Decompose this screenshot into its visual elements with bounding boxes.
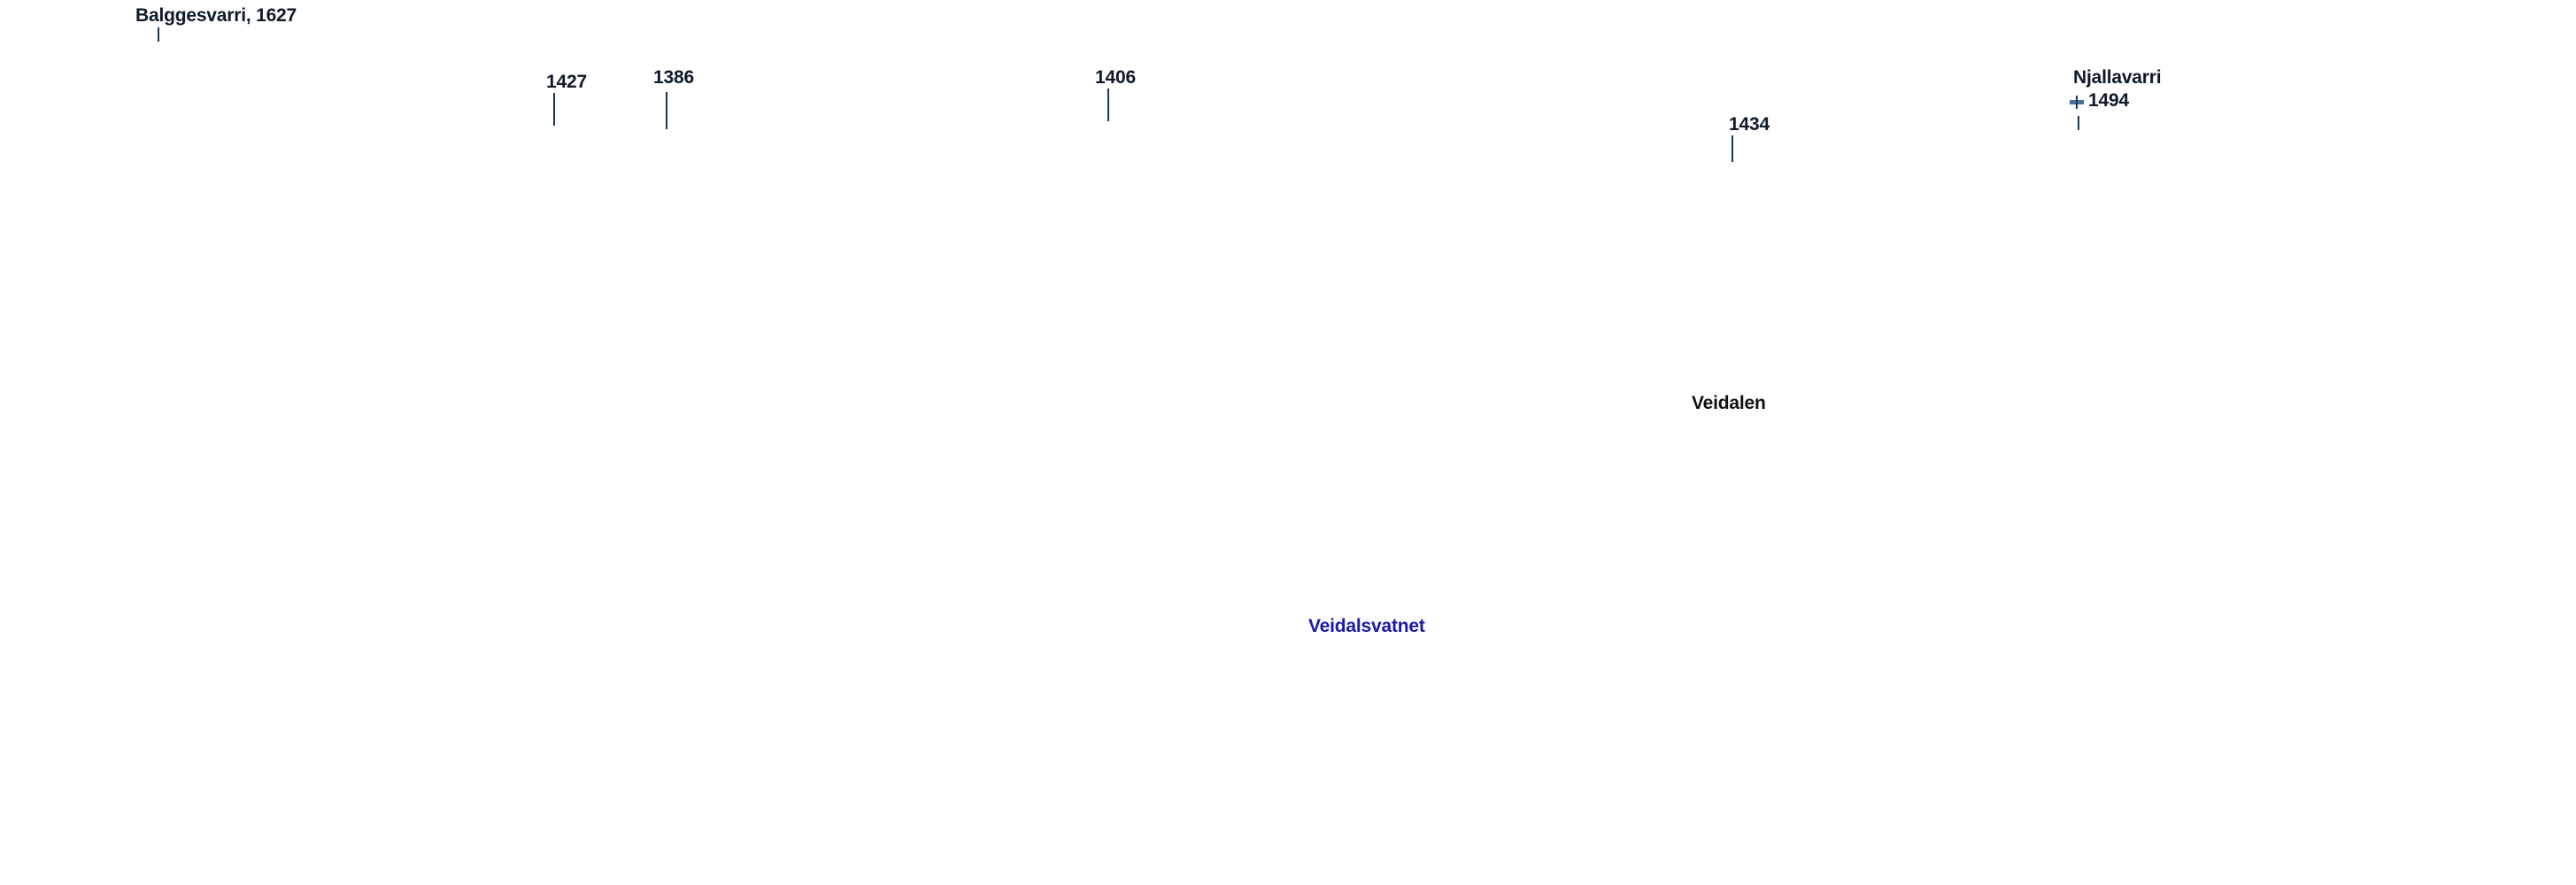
peak-label-1494: 1494 bbox=[2088, 90, 2129, 111]
place-label-veidalen: Veidalen bbox=[1692, 393, 1766, 413]
peak-label-balggesvarri: Balggesvarri, 1627 bbox=[135, 5, 297, 26]
peak-label-1427: 1427 bbox=[546, 72, 587, 92]
elevation-tick-1406 bbox=[1107, 88, 1109, 121]
peak-label-1434: 1434 bbox=[1729, 114, 1770, 135]
elevation-tick-1494 bbox=[2078, 116, 2079, 130]
peak-label-njallavarri: Njallavarri bbox=[2073, 67, 2162, 88]
elevation-tick-1386 bbox=[666, 92, 667, 129]
lake-label-veidalsvatnet: Veidalsvatnet bbox=[1308, 616, 1425, 636]
elevation-tick-1427 bbox=[553, 93, 555, 126]
elevation-tick-1434 bbox=[1731, 135, 1733, 162]
peak-label-1406: 1406 bbox=[1095, 67, 1136, 88]
peak-label-1386: 1386 bbox=[653, 67, 694, 88]
elevation-tick-balggesvarri bbox=[158, 27, 159, 42]
summit-marker-icon bbox=[2070, 96, 2084, 109]
